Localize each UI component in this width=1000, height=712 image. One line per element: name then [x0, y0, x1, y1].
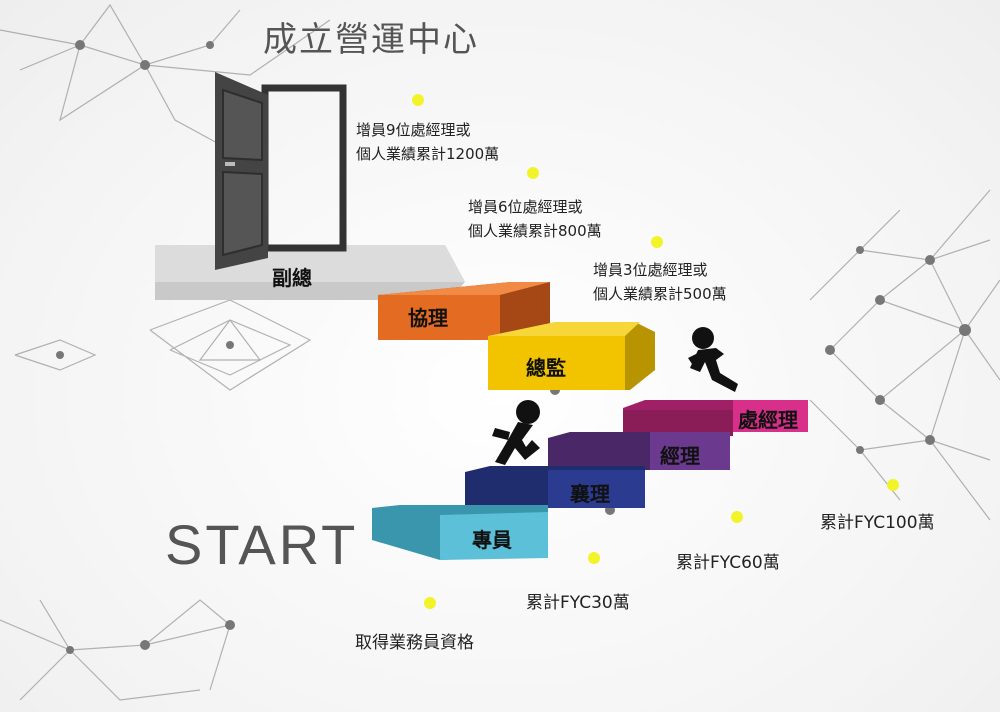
step-label-assoc: 協理 — [408, 306, 448, 330]
step-label-vp: 副總 — [272, 266, 312, 290]
step-regional-manager — [733, 400, 808, 432]
req-500-line1: 增員3位處經理或 — [593, 261, 708, 279]
step-vice-president-assoc — [378, 295, 500, 340]
start-label: START — [165, 513, 359, 576]
req-800: 增員6位處經理或 個人業績累計800萬 — [468, 195, 602, 243]
req-500: 增員3位處經理或 個人業績累計500萬 — [593, 258, 727, 306]
req-fyc60: 累計FYC60萬 — [676, 553, 780, 573]
step-label-assistant-manager: 襄理 — [570, 482, 610, 506]
req-800-line2: 個人業績累計800萬 — [468, 222, 602, 240]
accent-dots — [412, 94, 899, 609]
running-figure-icon — [492, 400, 540, 465]
door-handle — [225, 162, 235, 166]
req-fyc30: 累計FYC30萬 — [526, 593, 630, 613]
step-label-director: 總監 — [526, 356, 566, 380]
step-label-specialist: 專員 — [472, 528, 512, 552]
req-1200-line1: 增員9位處經理或 — [356, 121, 471, 139]
req-500-line2: 個人業績累計500萬 — [593, 285, 727, 303]
step-label-manager: 經理 — [660, 444, 700, 468]
req-fyc100: 累計FYC100萬 — [820, 513, 935, 533]
req-800-line1: 增員6位處經理或 — [468, 198, 583, 216]
step-assistant-manager — [548, 470, 645, 508]
step-manager — [650, 432, 730, 470]
step-director — [488, 336, 625, 390]
req-1200: 增員9位處經理或 個人業績累計1200萬 — [356, 118, 499, 166]
req-1200-line2: 個人業績累計1200萬 — [356, 145, 500, 163]
page-title: 成立營運中心 — [263, 20, 479, 60]
req-agent-license: 取得業務員資格 — [355, 633, 474, 653]
step-label-regional-manager: 處經理 — [738, 408, 798, 432]
door-frame — [261, 84, 347, 252]
step-specialist — [440, 512, 548, 560]
running-figure-icon — [688, 327, 738, 392]
